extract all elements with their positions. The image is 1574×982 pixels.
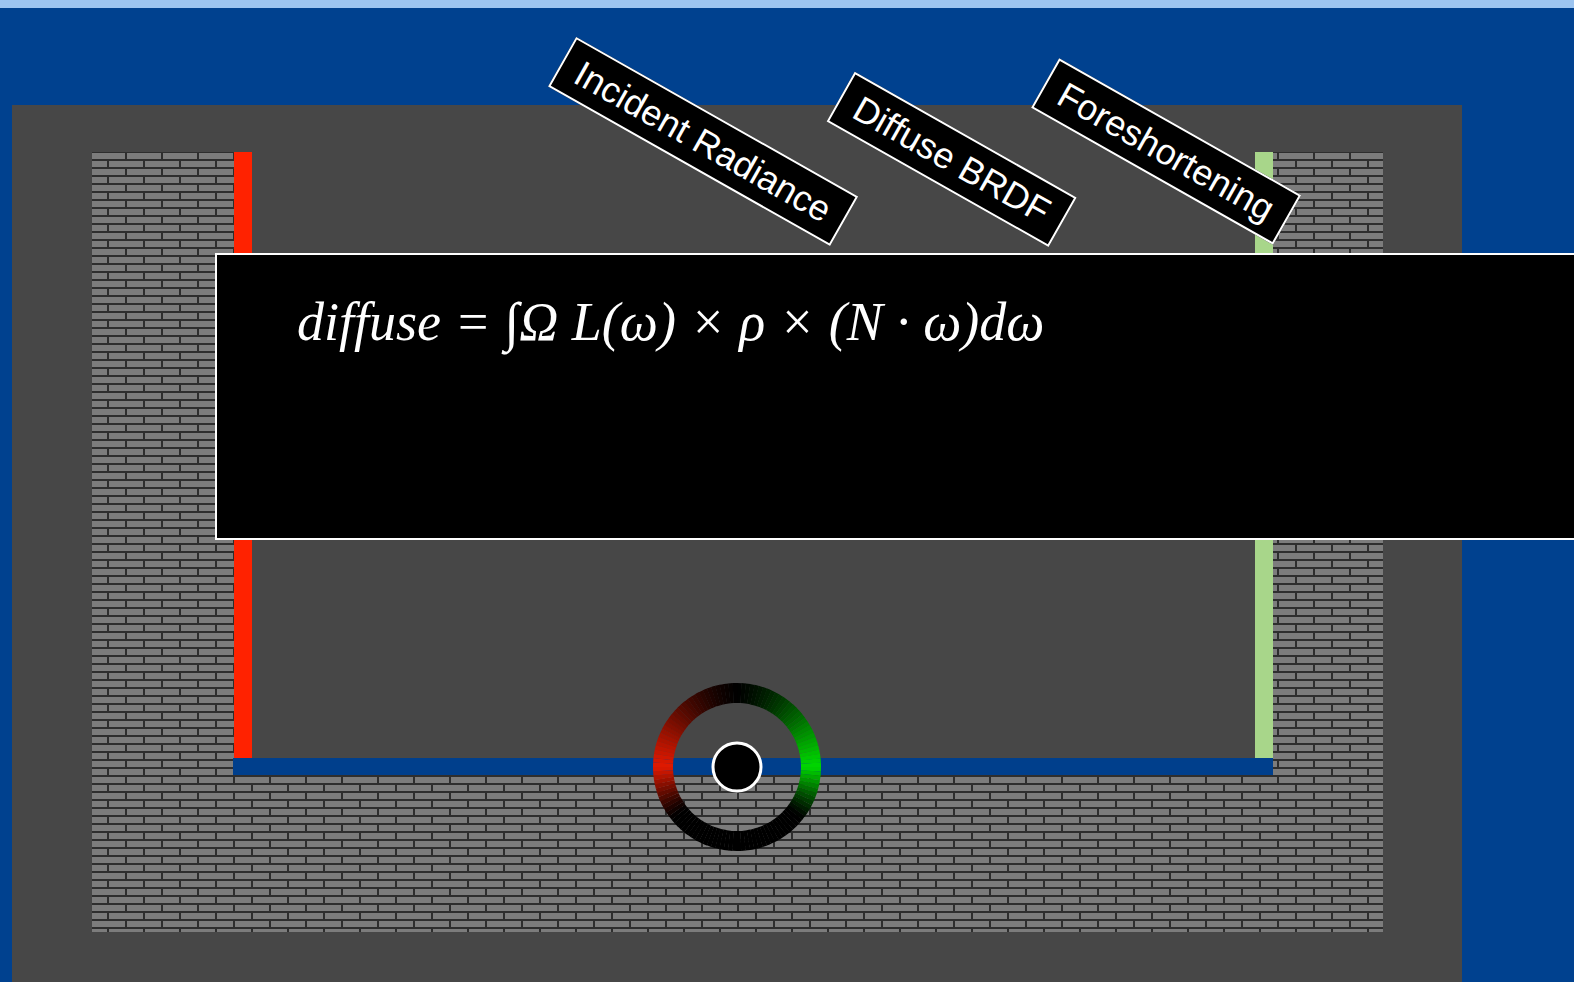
brick-floor	[92, 775, 1383, 932]
ring-segment	[737, 831, 742, 851]
radiance-ring	[653, 683, 821, 851]
callout-tag: Incident Radiance	[548, 37, 858, 247]
scene-panel	[12, 105, 1462, 982]
callout-tag: Foreshortening	[1031, 59, 1301, 246]
ring-segment	[801, 763, 821, 768]
formula-box: diffuse = ∫Ω L(ω) × ρ × (N · ω)dω	[215, 253, 1574, 540]
tag-label: Diffuse BRDF	[846, 88, 1057, 232]
top-bar	[0, 0, 1574, 8]
ring-segment	[653, 767, 673, 772]
tag-label: Foreshortening	[1050, 74, 1281, 229]
formula-text: diffuse = ∫Ω L(ω) × ρ × (N · ω)dω	[297, 291, 1044, 353]
sample-point	[713, 743, 761, 791]
tag-label: Incident Radiance	[567, 53, 838, 231]
ring-segment	[733, 683, 738, 703]
